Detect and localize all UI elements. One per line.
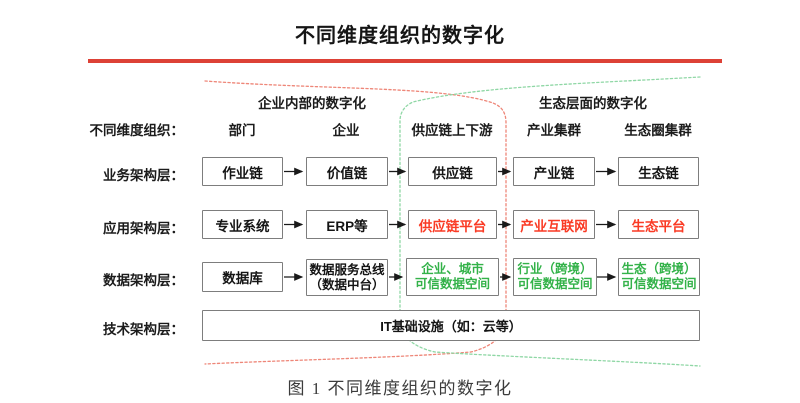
node-data-service-bus: 数据服务总线 （数据中台） xyxy=(306,259,388,296)
column-header-enterprise: 企业 xyxy=(332,123,360,138)
node-text-line1: 生态（跨境） xyxy=(621,262,697,276)
row-label-application: 应用架构层： xyxy=(103,221,184,236)
node-text-line2: 可信数据空间 xyxy=(517,277,593,291)
page-title: 不同维度组织的数字化 xyxy=(295,25,505,47)
node-text-line2: 可信数据空间 xyxy=(414,277,490,291)
node-eco-dataspace: 生态（跨境） 可信数据空间 xyxy=(618,258,700,296)
section-label-internal: 企业内部的数字化 xyxy=(258,96,366,111)
node-text-line1: 行业（跨境） xyxy=(517,262,593,276)
node-industrial-internet: 产业互联网 xyxy=(513,210,595,239)
row-label-business: 业务架构层： xyxy=(103,168,184,183)
node-professional-system: 专业系统 xyxy=(202,210,283,239)
node-text-line1: 企业、城市 xyxy=(421,262,484,276)
column-header-supply-chain: 供应链上下游 xyxy=(411,123,493,138)
node-eco-chain: 生态链 xyxy=(618,157,699,186)
node-enterprise-city-dataspace: 企业、城市 可信数据空间 xyxy=(406,258,499,296)
node-industry-dataspace: 行业（跨境） 可信数据空间 xyxy=(513,258,597,296)
node-value-chain: 价值链 xyxy=(306,157,388,186)
node-industry-chain: 产业链 xyxy=(513,157,595,186)
node-supply-chain-platform: 供应链平台 xyxy=(408,210,497,239)
node-text-line2: 可信数据空间 xyxy=(621,277,697,291)
node-operation-chain: 作业链 xyxy=(202,157,283,186)
column-header-department: 部门 xyxy=(228,123,256,138)
column-header-eco-cluster: 生态圈集群 xyxy=(624,123,692,138)
row-label-data: 数据架构层： xyxy=(103,273,184,288)
row-label-technology: 技术架构层： xyxy=(103,322,184,337)
node-supply-chain: 供应链 xyxy=(408,157,497,186)
column-header-industry-cluster: 产业集群 xyxy=(527,123,581,138)
node-database: 数据库 xyxy=(202,262,283,292)
node-eco-platform: 生态平台 xyxy=(618,210,699,239)
node-erp: ERP等 xyxy=(306,210,388,239)
node-it-infrastructure: IT基础设施（如：云等） xyxy=(202,310,700,341)
node-text-line1: 数据服务总线 xyxy=(309,262,385,277)
figure-caption: 图 1 不同维度组织的数字化 xyxy=(287,379,513,398)
node-text-line2: （数据中台） xyxy=(309,277,385,292)
section-label-ecosystem: 生态层面的数字化 xyxy=(539,96,647,111)
title-underline xyxy=(88,59,722,63)
dimension-header-label: 不同维度组织： xyxy=(89,123,185,138)
